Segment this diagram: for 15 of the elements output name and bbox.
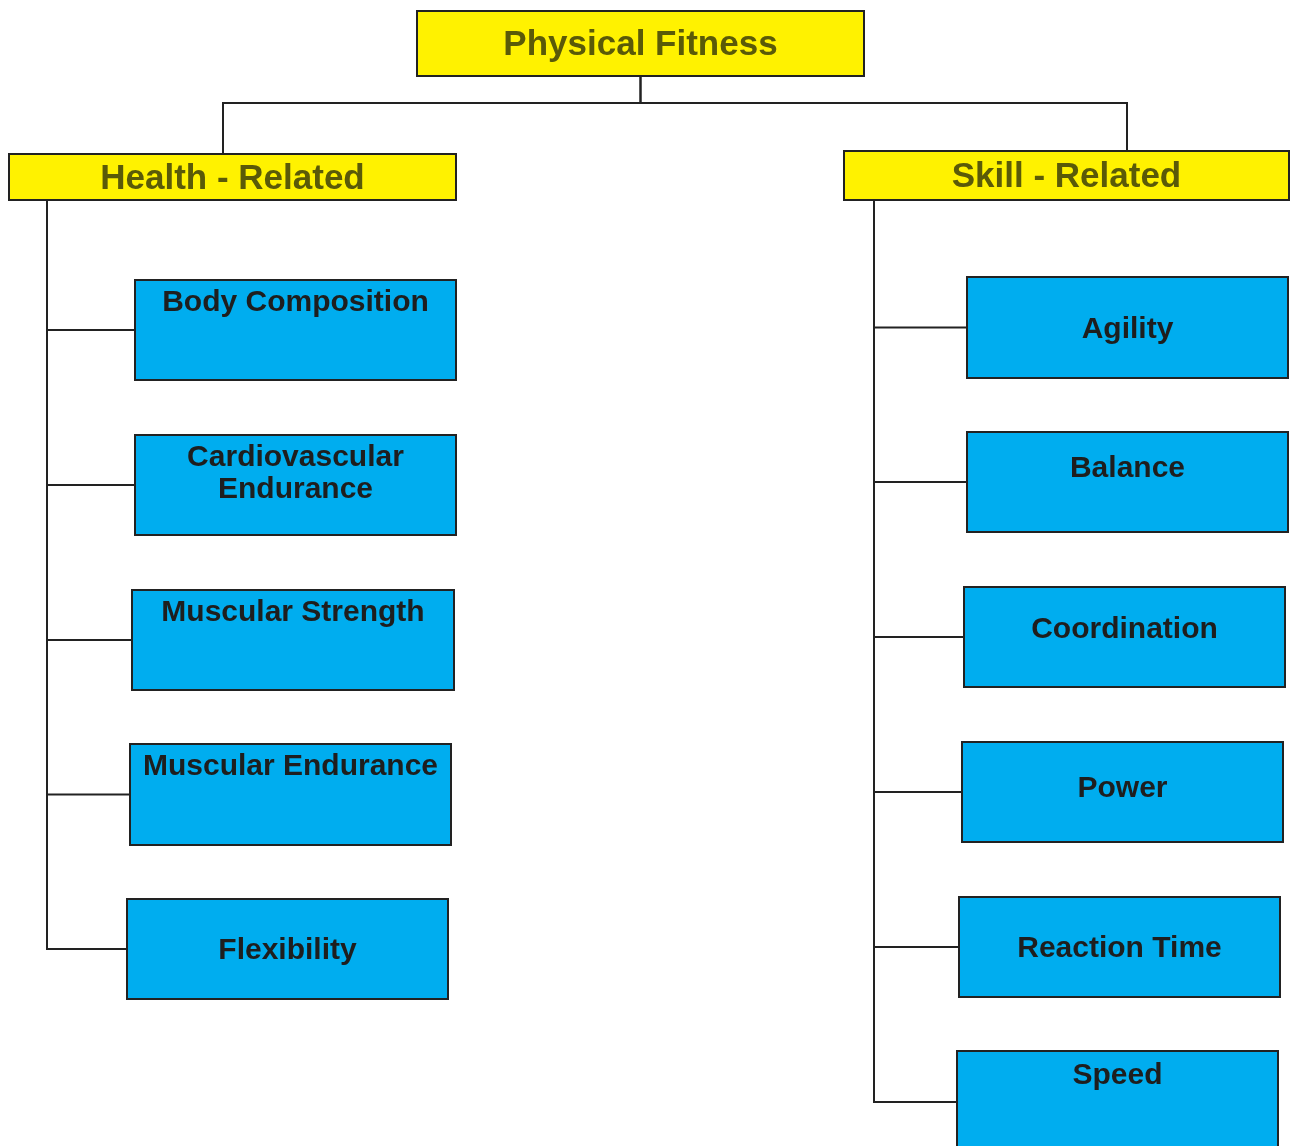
component-box: Muscular Endurance xyxy=(129,743,452,846)
component-box: Agility xyxy=(966,276,1289,379)
category-box: Skill - Related xyxy=(843,150,1290,201)
component-box: Muscular Strength xyxy=(131,589,455,691)
category-box: Physical Fitness xyxy=(416,10,865,77)
component-box: Body Composition xyxy=(134,279,457,381)
component-box: Power xyxy=(961,741,1284,843)
component-box: Balance xyxy=(966,431,1289,533)
component-box: Speed xyxy=(956,1050,1279,1146)
category-box: Health - Related xyxy=(8,153,457,201)
component-box: Reaction Time xyxy=(958,896,1281,998)
component-box: Cardiovascular Endurance xyxy=(134,434,457,536)
component-box: Coordination xyxy=(963,586,1286,688)
component-box: Flexibility xyxy=(126,898,449,1000)
connector-line xyxy=(639,76,1128,151)
